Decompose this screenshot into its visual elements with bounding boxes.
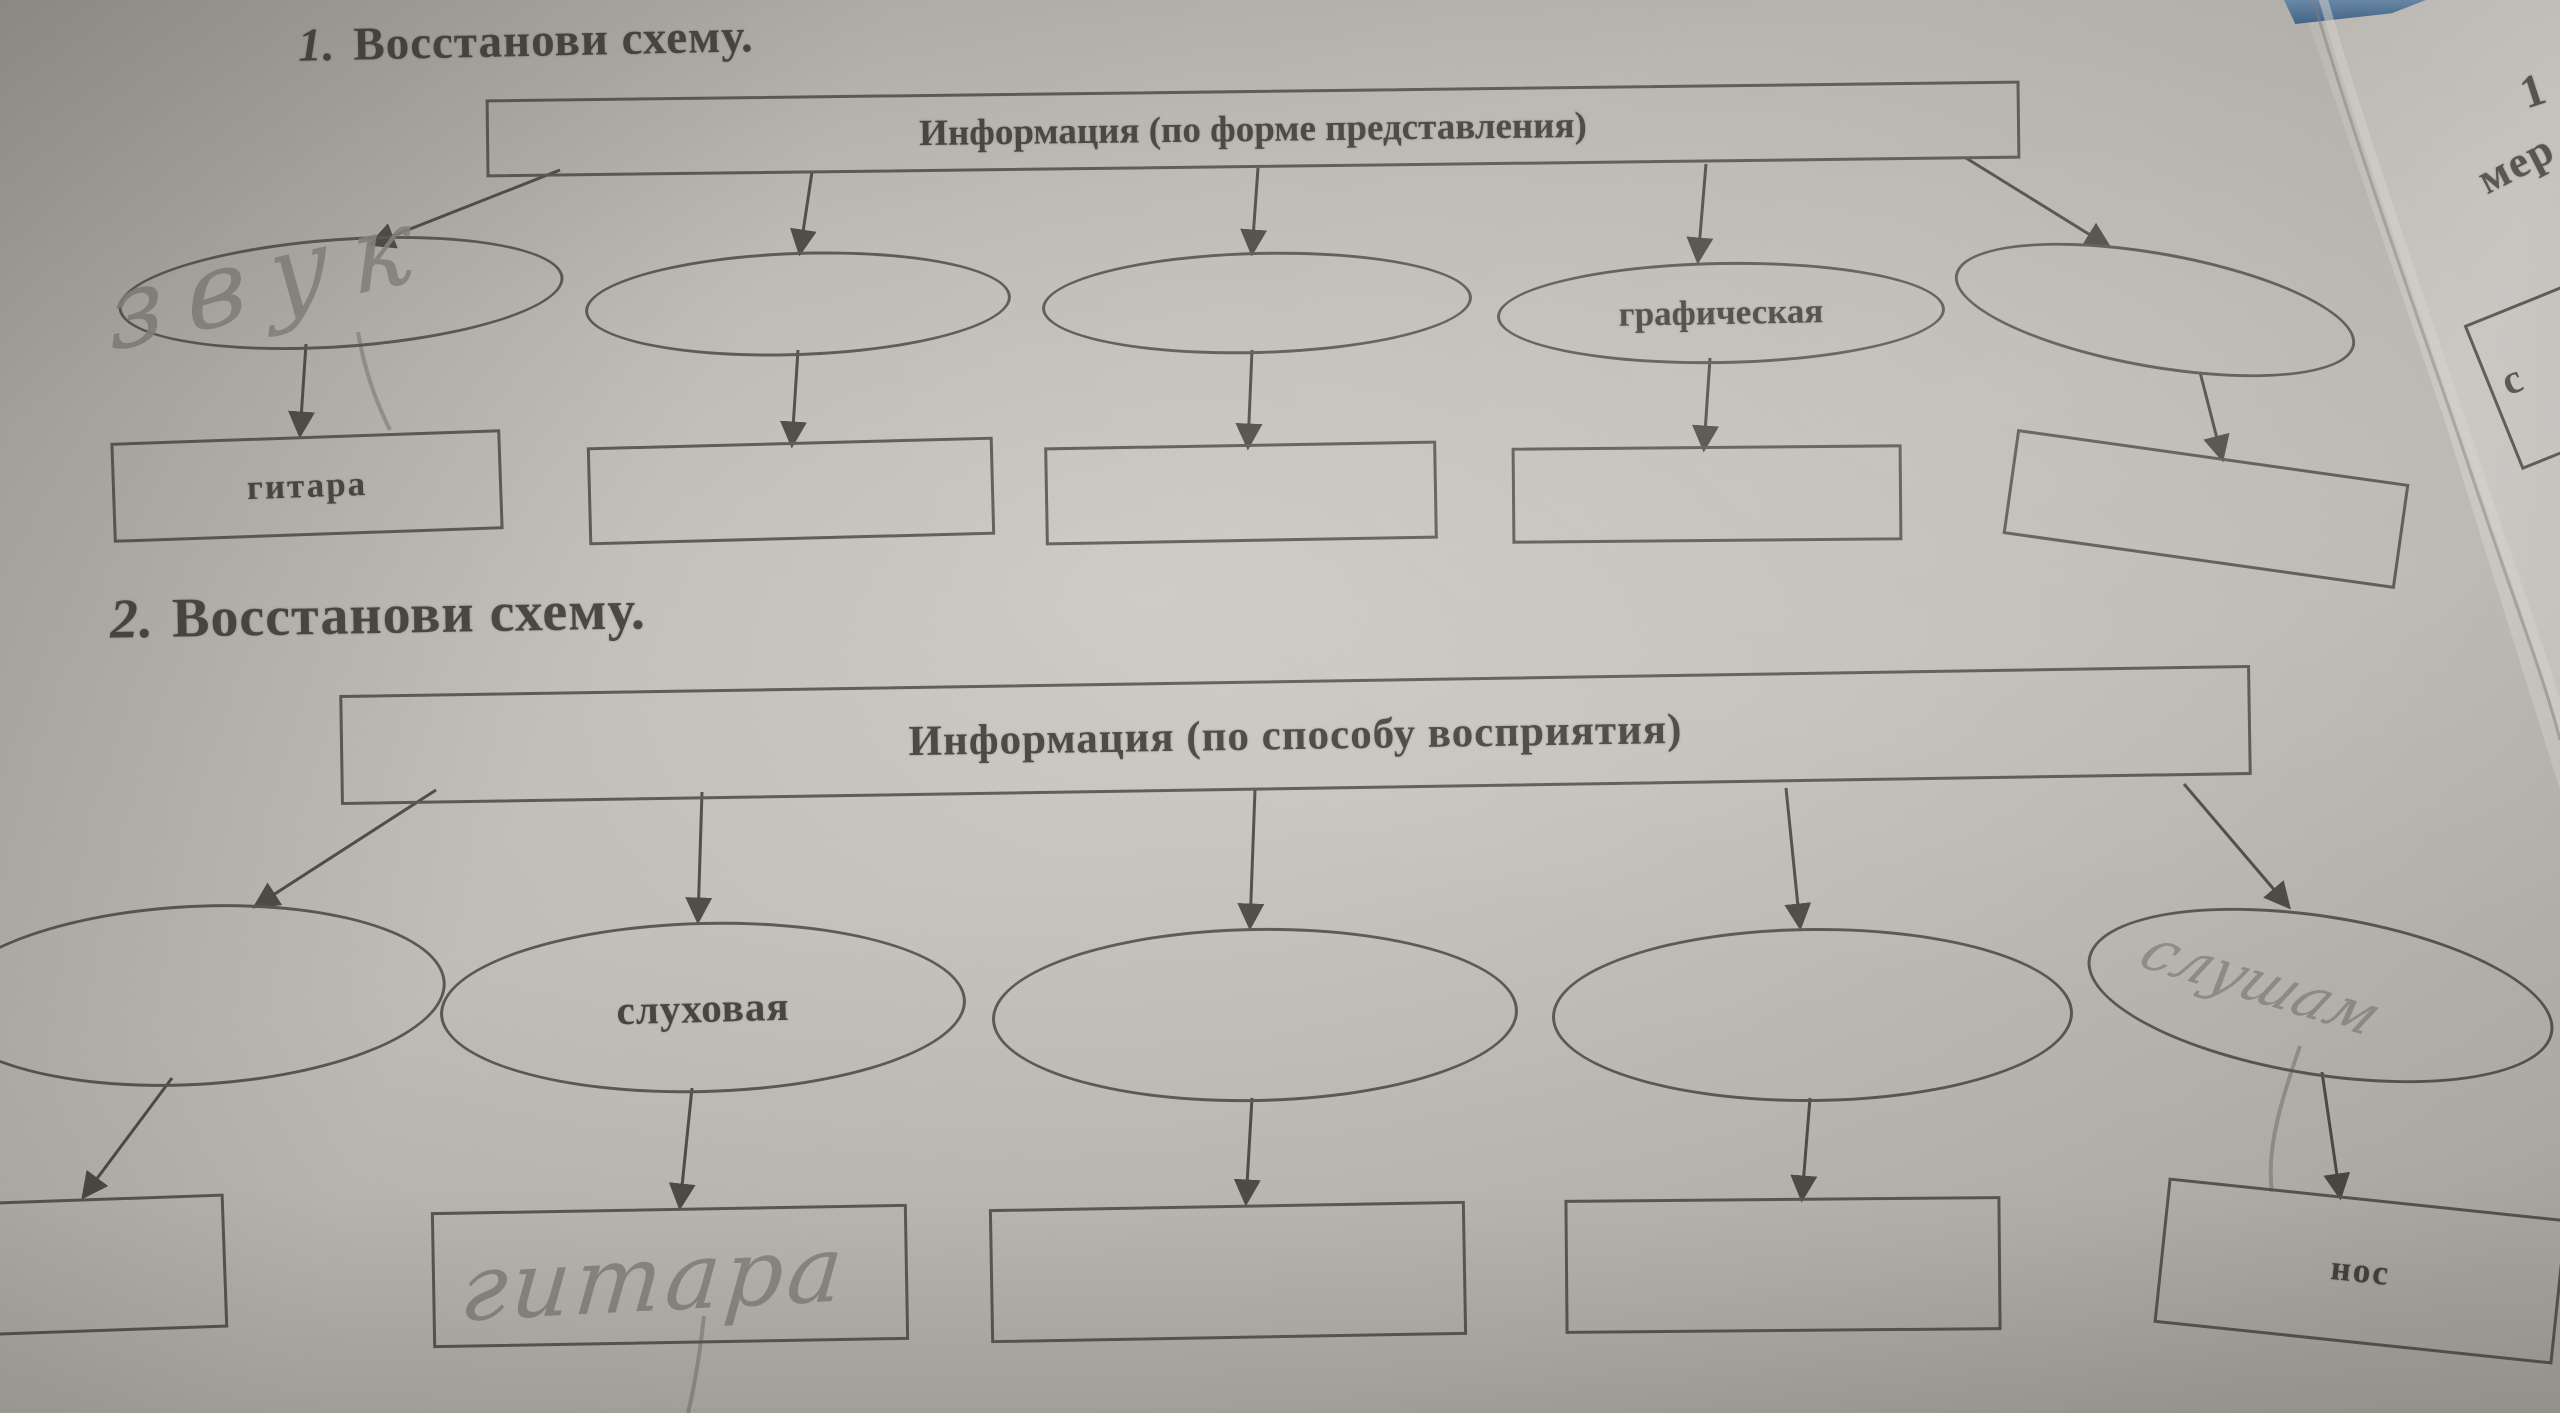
exercise1-number: 1. [297,18,336,72]
scheme2-slot-1 [0,1193,229,1337]
scheme1-slot-3 [1044,440,1438,546]
pencil-strokes [356,331,2302,1413]
exercise2-number: 2. [109,587,155,651]
exercise1-heading: 1. Восстанови схему. [297,9,755,73]
scheme1-slot-1: гитара [110,429,504,543]
scheme1-root-label: Информация (по форме представления) [918,104,1588,154]
scheme2-slot-2: гитара [430,1203,910,1349]
exercise2-title: Восстанови схему. [171,579,647,650]
scheme2-slot-3 [988,1200,1468,1344]
scheme1-slot-4 [1511,444,1903,544]
exercise1-title: Восстанови схему. [352,10,755,71]
handwritten-answer-gitara: гитара [456,1214,852,1343]
exercise2-heading: 2.Восстанови схему. [109,578,646,651]
scheme1-slot-2 [586,436,996,546]
handwritten-answer-scribble: слушам [2127,917,2396,1048]
scheme2-slot-4 [1564,1196,2002,1334]
scheme2-oval-2-label: слуховая [615,982,791,1033]
scheme1-arrows [288,156,2230,463]
scheme2-root-label: Информация (по способу восприятия) [908,705,1683,765]
page-edge-line [2311,0,2560,741]
page-edge-highlight [2318,0,2560,735]
scheme1-oval-4-label: графическая [1618,291,1824,334]
scheme2-slot-5-label: нос [2329,1248,2393,1293]
scheme2-arrows [81,783,2351,1211]
scheme1-slot-1-label: гитара [246,463,368,508]
